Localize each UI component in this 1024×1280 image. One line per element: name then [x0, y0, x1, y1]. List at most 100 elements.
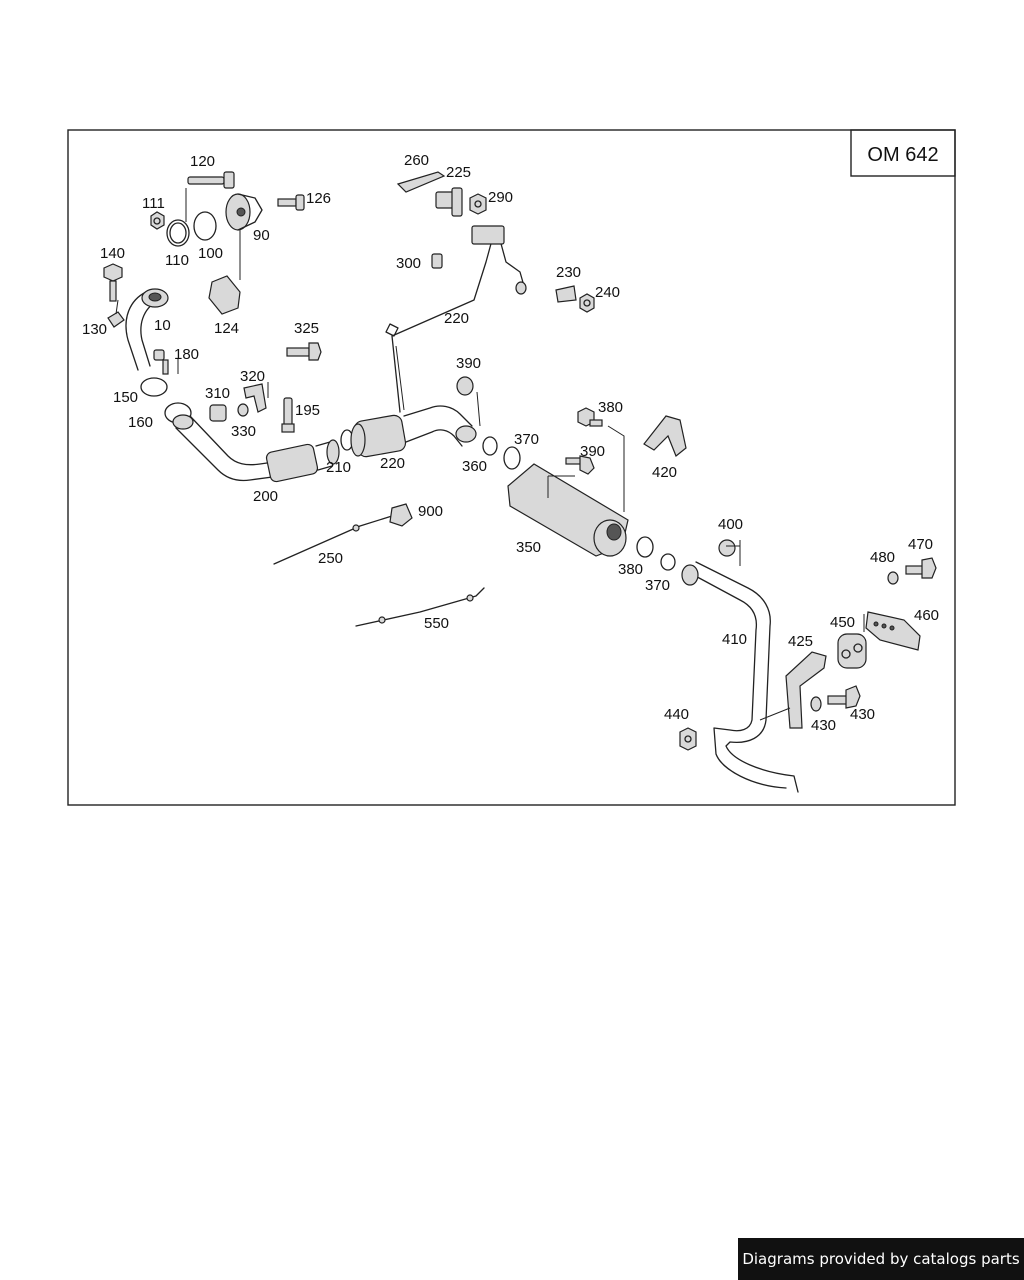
part-label-110[interactable]: 110 — [165, 252, 189, 269]
part-label-400[interactable]: 410 — [722, 631, 747, 648]
part-label-440[interactable]: 440 — [664, 706, 689, 723]
part-label-360b[interactable]: 370 — [645, 577, 670, 594]
bushing-310-drawing — [209, 404, 227, 422]
part-label-420[interactable]: 425 — [788, 633, 813, 650]
part-label-370a[interactable]: 370 — [514, 431, 539, 448]
part-label-430-main[interactable]: 430 — [811, 717, 836, 734]
rubber-390a-drawing — [456, 376, 474, 396]
part-label-480[interactable]: 480 — [870, 549, 895, 566]
part-label-240[interactable]: 240 — [595, 284, 620, 301]
gasket-360a-drawing — [482, 436, 498, 456]
sensor-cable-250-drawing — [273, 503, 413, 565]
part-label-220-main[interactable]: 220 — [444, 310, 469, 327]
part-label-111[interactable]: 111 — [142, 195, 165, 212]
catalytic-pipe-190-drawing — [172, 414, 340, 483]
clamp-110-drawing — [166, 219, 190, 247]
bolt-126-drawing — [277, 194, 305, 211]
part-label-160[interactable]: 160 — [128, 414, 153, 431]
pipe-220-drawing — [385, 239, 527, 413]
ring-100-drawing — [193, 211, 217, 241]
part-label-90[interactable]: 90 — [253, 227, 270, 244]
part-label-180[interactable]: 180 — [174, 346, 199, 363]
bolt-380b-drawing — [565, 455, 595, 475]
bolt-380a-drawing — [577, 407, 603, 427]
part-label-190[interactable]: 200 — [253, 488, 278, 505]
tailpipe-400-drawing — [681, 561, 799, 793]
part-label-124[interactable]: 124 — [214, 320, 239, 337]
part-label-120[interactable]: 120 — [190, 153, 215, 170]
part-label-360a[interactable]: 360 — [462, 458, 487, 475]
dpf-210-drawing — [350, 405, 477, 458]
muffler-350-drawing — [507, 463, 629, 557]
part-label-320[interactable]: 320 — [240, 368, 265, 385]
ring-370b-drawing — [636, 536, 654, 558]
part-label-450[interactable]: 450 — [830, 614, 855, 631]
part-label-390b[interactable]: 400 — [718, 516, 743, 533]
bolt-425-drawing — [827, 685, 861, 709]
part-label-310[interactable]: 310 — [205, 385, 230, 402]
part-label-550[interactable]: 550 — [424, 615, 449, 632]
nut-440-drawing — [679, 727, 697, 751]
sensor-225-drawing — [435, 187, 463, 217]
pipe-10-drawing — [125, 288, 169, 371]
diagram-frame — [67, 129, 956, 806]
part-label-130[interactable]: 130 — [82, 321, 107, 338]
bolt-140-drawing — [103, 263, 123, 302]
nut-111-drawing — [150, 211, 165, 230]
gasket-124-drawing — [208, 275, 241, 315]
part-label-200[interactable]: 210 — [326, 459, 351, 476]
bracket-320-drawing — [243, 383, 267, 413]
engine-code-box — [850, 129, 956, 177]
part-label-210[interactable]: 220 — [380, 455, 405, 472]
part-label-370b[interactable]: 380 — [618, 561, 643, 578]
washer-330-drawing — [237, 403, 249, 417]
part-label-300[interactable]: 300 — [396, 255, 421, 272]
nut-240-drawing — [579, 293, 595, 313]
part-label-225[interactable]: 225 — [446, 164, 471, 181]
washer-480-drawing — [887, 571, 899, 585]
sensor-195-drawing — [281, 397, 295, 433]
part-label-100[interactable]: 100 — [198, 245, 223, 262]
part-labels: 120 111 110 100 90 126 140 130 10 124 18… — [82, 152, 939, 734]
bolt-325-drawing — [286, 342, 322, 361]
part-label-195[interactable]: 195 — [295, 402, 320, 419]
part-label-140[interactable]: 140 — [100, 245, 125, 262]
part-label-150[interactable]: 150 — [113, 389, 138, 406]
sensor-cable-550-drawing — [355, 587, 485, 627]
part-label-10[interactable]: 10 — [154, 317, 171, 334]
bracket-130-drawing — [107, 311, 125, 328]
bolt-120-drawing — [187, 171, 235, 189]
part-label-230[interactable]: 230 — [556, 264, 581, 281]
clip-300-drawing — [431, 253, 443, 269]
shield-410-drawing — [643, 415, 687, 457]
bracket-230-drawing — [555, 285, 577, 303]
part-label-126[interactable]: 126 — [306, 190, 331, 207]
sensor-unit-220-drawing — [471, 225, 505, 245]
ring-150-drawing — [140, 377, 168, 397]
hanger-450-drawing — [837, 633, 867, 669]
part-label-250[interactable]: 250 — [318, 550, 343, 567]
leader-lines — [115, 188, 865, 721]
rubber-390b-drawing — [718, 539, 736, 557]
part-label-380a[interactable]: 380 — [598, 399, 623, 416]
part-label-410[interactable]: 420 — [652, 464, 677, 481]
gasket-360b-drawing — [660, 553, 676, 571]
part-label-330[interactable]: 330 — [231, 423, 256, 440]
part-label-380b[interactable]: 390 — [580, 443, 605, 460]
plate-460-drawing — [865, 611, 921, 651]
nut-290-drawing — [469, 193, 487, 215]
ring-370a-drawing — [503, 446, 521, 470]
bracket-260-drawing — [396, 171, 446, 193]
part-label-290[interactable]: 290 — [488, 189, 513, 206]
part-label-425[interactable]: 430 — [850, 706, 875, 723]
part-label-260[interactable]: 260 — [404, 152, 429, 169]
bolt-180-drawing — [153, 349, 169, 375]
part-label-325[interactable]: 325 — [294, 320, 319, 337]
part-label-470[interactable]: 470 — [908, 536, 933, 553]
part-label-460[interactable]: 460 — [914, 607, 939, 624]
valve-90-drawing — [225, 193, 263, 231]
part-label-900[interactable]: 900 — [418, 503, 443, 520]
engine-code-label: OM 642 — [867, 144, 938, 166]
part-label-390a[interactable]: 390 — [456, 355, 481, 372]
part-label-350[interactable]: 350 — [516, 539, 541, 556]
